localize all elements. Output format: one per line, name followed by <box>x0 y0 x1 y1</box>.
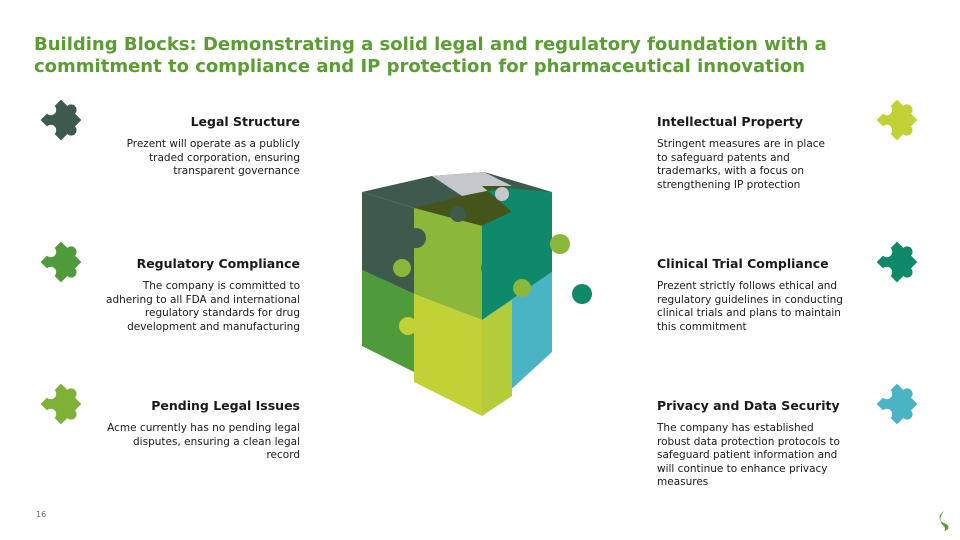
pending-legal-issues-text: Acme currently has no pending legal disp… <box>107 422 300 461</box>
privacy-data-security-heading: Privacy and Data Security <box>657 398 840 413</box>
puzzle-cube-illustration <box>362 172 600 416</box>
privacy-data-security-block: Privacy and Data Security The company ha… <box>657 398 847 490</box>
intellectual-property-heading: Intellectual Property <box>657 114 804 129</box>
puzzle-piece-icon <box>870 235 924 289</box>
regulatory-compliance-heading: Regulatory Compliance <box>136 256 300 271</box>
puzzle-piece-icon <box>870 377 924 431</box>
page-number: 16 <box>36 510 47 519</box>
intellectual-property-block: Intellectual Property Stringent measures… <box>657 114 837 192</box>
intellectual-property-text: Stringent measures are in place to safeg… <box>657 138 825 191</box>
clinical-trial-compliance-text: Prezent strictly follows ethical and reg… <box>657 280 843 333</box>
pending-legal-issues-block: Pending Legal Issues Acme currently has … <box>100 398 300 463</box>
regulatory-compliance-block: Regulatory Compliance The company is com… <box>100 256 300 334</box>
puzzle-piece-icon <box>34 235 88 289</box>
puzzle-piece-icon <box>34 377 88 431</box>
puzzle-piece-icon <box>870 93 924 147</box>
page-title: Building Blocks: Demonstrating a solid l… <box>34 34 827 77</box>
regulatory-compliance-text: The company is committed to adhering to … <box>106 280 300 333</box>
clinical-trial-compliance-block: Clinical Trial Compliance Prezent strict… <box>657 256 857 334</box>
privacy-data-security-text: The company has established robust data … <box>657 422 840 488</box>
pending-legal-issues-heading: Pending Legal Issues <box>151 398 300 413</box>
clinical-trial-compliance-heading: Clinical Trial Compliance <box>657 256 829 271</box>
puzzle-piece-icon <box>34 93 88 147</box>
legal-structure-heading: Legal Structure <box>190 114 300 129</box>
legal-structure-block: Legal Structure Prezent will operate as … <box>100 114 300 179</box>
leaf-logo-icon <box>936 510 952 532</box>
legal-structure-text: Prezent will operate as a publicly trade… <box>126 138 300 177</box>
